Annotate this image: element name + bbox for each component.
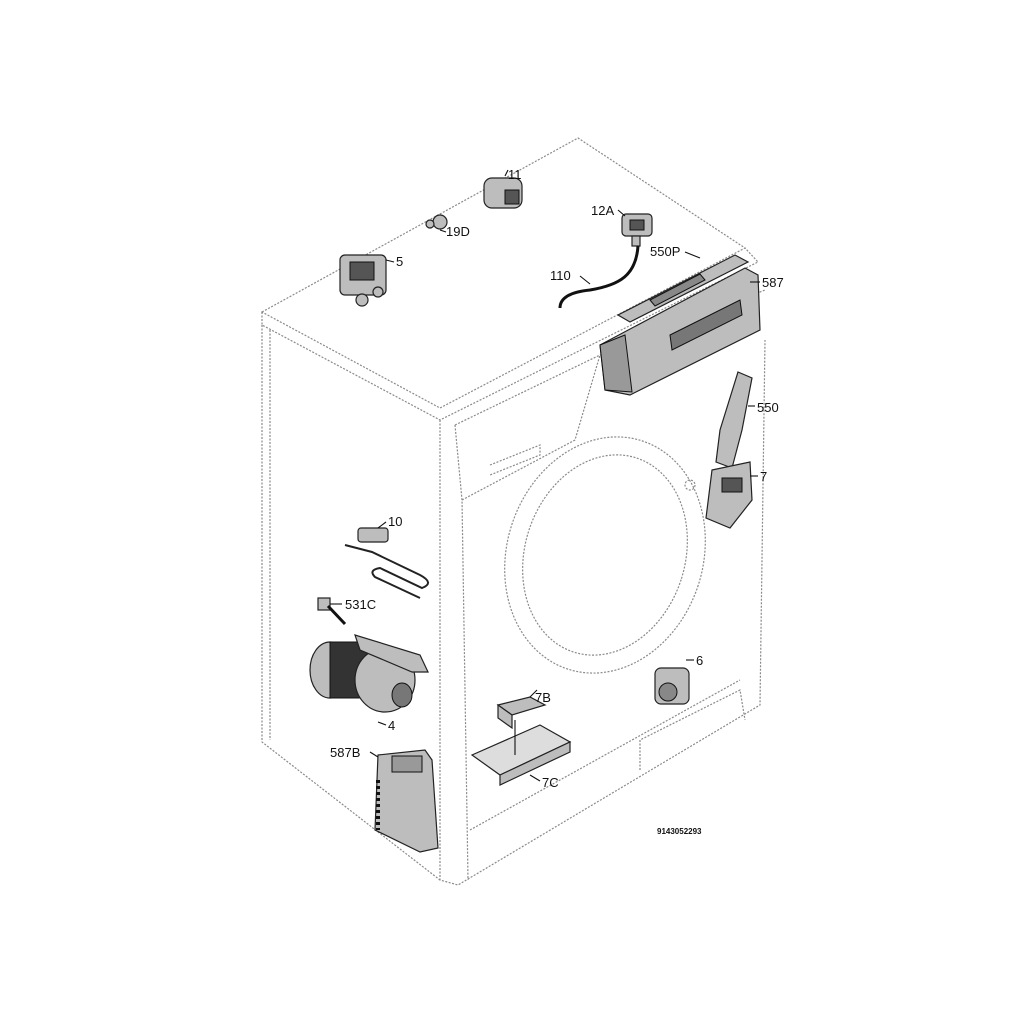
label-19d: 19D bbox=[446, 224, 470, 239]
label-110: 110 bbox=[550, 268, 571, 283]
label-5: 5 bbox=[396, 254, 403, 269]
label-7: 7 bbox=[760, 469, 767, 484]
part-110-hose[interactable] bbox=[558, 245, 640, 309]
part-19d-clip[interactable] bbox=[425, 214, 448, 230]
door-outline bbox=[504, 436, 706, 674]
part-10-heater[interactable] bbox=[344, 527, 429, 599]
label-12a: 12A bbox=[591, 203, 614, 218]
label-10: 10 bbox=[388, 514, 402, 529]
part-7b-bracket[interactable] bbox=[496, 696, 547, 730]
drawing-number: 9143052293 bbox=[657, 827, 702, 836]
part-7c-base[interactable] bbox=[470, 720, 572, 786]
label-7c: 7C bbox=[542, 775, 559, 790]
label-550: 550 bbox=[757, 400, 779, 415]
part-587b-motor-board[interactable] bbox=[374, 749, 439, 853]
part-4-motor[interactable] bbox=[309, 634, 429, 713]
part-11-capacitor[interactable] bbox=[483, 177, 523, 209]
label-587b: 587B bbox=[330, 745, 360, 760]
leader-lines bbox=[330, 169, 760, 782]
label-6: 6 bbox=[696, 653, 703, 668]
part-12a-pressure-switch[interactable] bbox=[621, 213, 653, 247]
part-550p-panel[interactable] bbox=[616, 254, 750, 323]
cabinet-outline bbox=[260, 137, 766, 886]
part-5-valve[interactable] bbox=[339, 254, 387, 307]
label-550p: 550P bbox=[650, 244, 680, 259]
part-7-door-lock[interactable] bbox=[705, 461, 753, 529]
part-531c-screw[interactable] bbox=[317, 597, 347, 626]
label-4: 4 bbox=[388, 718, 395, 733]
part-550-handle[interactable] bbox=[715, 371, 753, 469]
label-531c: 531C bbox=[345, 597, 376, 612]
label-11: 11 bbox=[508, 167, 522, 182]
label-7b: 7B bbox=[535, 690, 551, 705]
part-587-control-module[interactable] bbox=[599, 267, 761, 396]
part-6-drain-pump[interactable] bbox=[654, 667, 690, 705]
label-587: 587 bbox=[762, 275, 784, 290]
